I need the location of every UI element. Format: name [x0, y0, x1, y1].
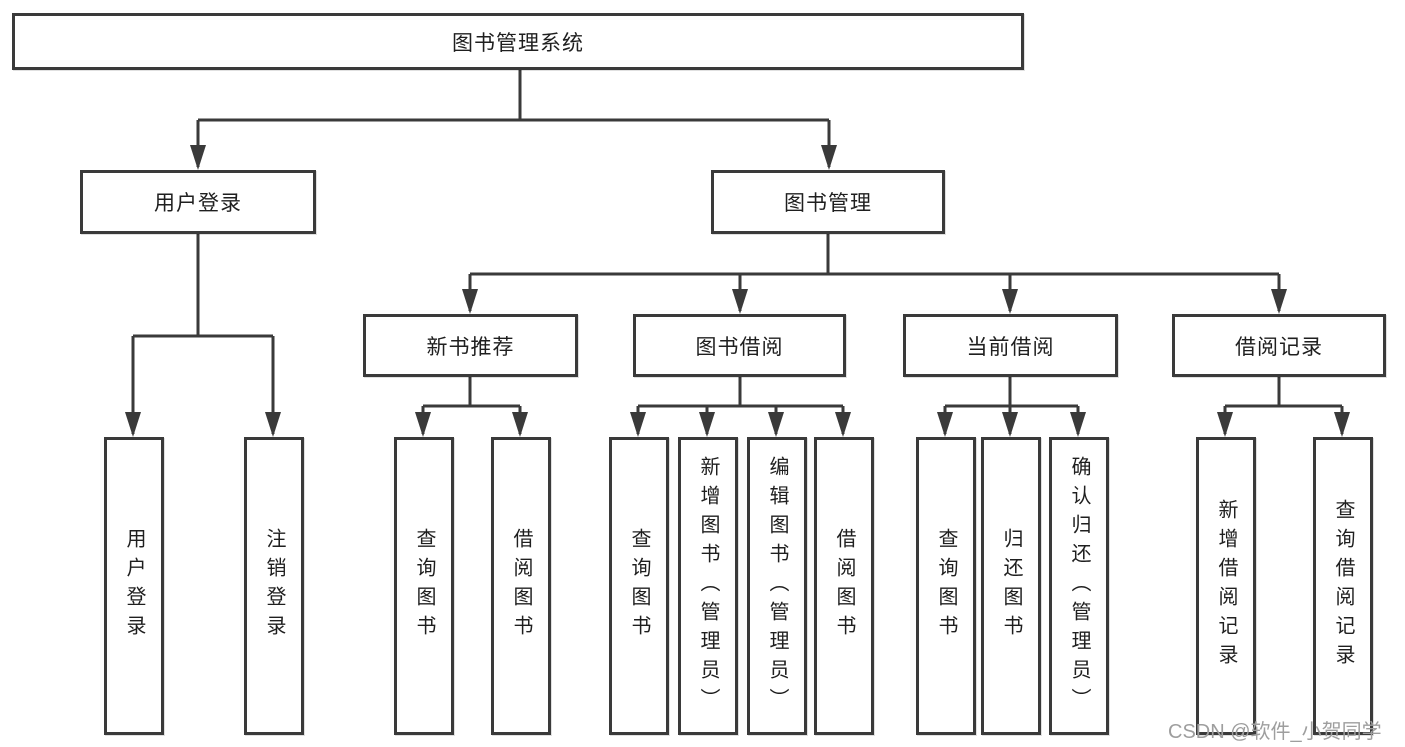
leaf-add-book-admin-label: 新增图书（管理员） — [697, 455, 719, 717]
node-current-borrow: 当前借阅 — [903, 314, 1118, 377]
leaf-add-borrow-record: 新增借阅记录 — [1196, 437, 1256, 735]
node-borrow-records-label: 借阅记录 — [1235, 335, 1323, 359]
leaf-user-login: 用户登录 — [104, 437, 164, 735]
node-root: 图书管理系统 — [12, 13, 1024, 70]
node-book-management-label: 图书管理 — [784, 192, 872, 215]
leaf-return-book-label: 归还图书 — [1000, 528, 1022, 644]
leaf-return-book: 归还图书 — [981, 437, 1041, 735]
node-user-login: 用户登录 — [80, 170, 316, 234]
leaf-confirm-return-admin-label: 确认归还（管理员） — [1068, 455, 1090, 717]
leaf-query-borrow-record-label: 查询借阅记录 — [1332, 499, 1354, 673]
leaf-query-borrow-record: 查询借阅记录 — [1313, 437, 1373, 735]
node-borrow-records: 借阅记录 — [1172, 314, 1386, 377]
leaf-borrow-books-1-label: 借阅图书 — [510, 528, 532, 644]
leaf-logout: 注销登录 — [244, 437, 304, 735]
leaf-query-books-1-label: 查询图书 — [413, 528, 435, 644]
node-book-borrow: 图书借阅 — [633, 314, 846, 377]
leaf-confirm-return-admin: 确认归还（管理员） — [1049, 437, 1109, 735]
node-new-book-recommend-label: 新书推荐 — [426, 335, 515, 359]
leaf-borrow-books-2: 借阅图书 — [814, 437, 874, 735]
leaf-query-books-2: 查询图书 — [609, 437, 669, 735]
leaf-add-book-admin: 新增图书（管理员） — [678, 437, 738, 735]
leaf-query-books-2-label: 查询图书 — [628, 528, 650, 644]
leaf-add-borrow-record-label: 新增借阅记录 — [1215, 499, 1237, 673]
leaf-logout-label: 注销登录 — [263, 528, 285, 644]
node-current-borrow-label: 当前借阅 — [966, 335, 1055, 359]
node-new-book-recommend: 新书推荐 — [363, 314, 578, 377]
leaf-edit-book-admin: 编辑图书（管理员） — [747, 437, 807, 735]
leaf-query-books-3-label: 查询图书 — [935, 528, 957, 644]
node-book-borrow-label: 图书借阅 — [695, 335, 784, 359]
leaf-borrow-books-1: 借阅图书 — [491, 437, 551, 735]
leaf-user-login-label: 用户登录 — [123, 528, 145, 644]
leaf-query-books-3: 查询图书 — [916, 437, 976, 735]
node-book-management: 图书管理 — [711, 170, 945, 234]
leaf-borrow-books-2-label: 借阅图书 — [833, 528, 855, 644]
node-root-label: 图书管理系统 — [452, 31, 584, 55]
node-user-login-label: 用户登录 — [154, 192, 242, 215]
leaf-query-books-1: 查询图书 — [394, 437, 454, 735]
leaf-edit-book-admin-label: 编辑图书（管理员） — [766, 455, 788, 717]
csdn-watermark: CSDN @软件_小贺同学 — [1168, 721, 1382, 743]
